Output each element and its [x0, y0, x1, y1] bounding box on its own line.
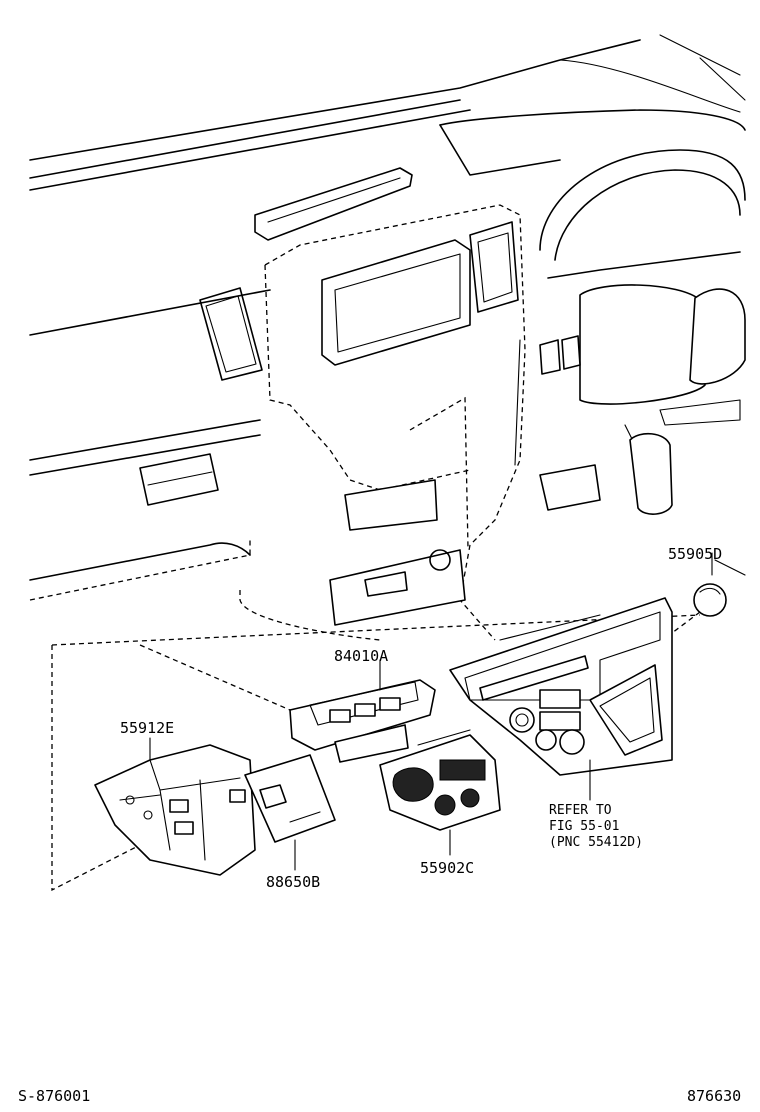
reference-note-line1: REFER TO	[549, 803, 612, 818]
part-label-88650b: 88650B	[266, 873, 320, 891]
reference-note-line3: (PNC 55412D)	[549, 835, 643, 850]
instrument-panel-drawing	[29, 34, 746, 641]
assembly-boundary	[51, 614, 701, 892]
part-label-84010a: 84010A	[334, 647, 388, 665]
part-label-55902c: 55902C	[420, 859, 474, 877]
footer-right-code: 876630	[687, 1087, 741, 1105]
ac-amplifier-88650b	[244, 754, 336, 871]
footer-left-code: S-876001	[18, 1087, 90, 1105]
part-label-55912e: 55912E	[120, 719, 174, 737]
reference-note-line2: FIG 55-01	[549, 819, 619, 834]
bracket-55912e	[94, 737, 256, 876]
switch-assembly-84010a	[289, 659, 436, 763]
heater-control-bezel	[449, 597, 673, 801]
control-unit-55902c	[379, 729, 501, 856]
part-label-55905d: 55905D	[668, 545, 722, 563]
